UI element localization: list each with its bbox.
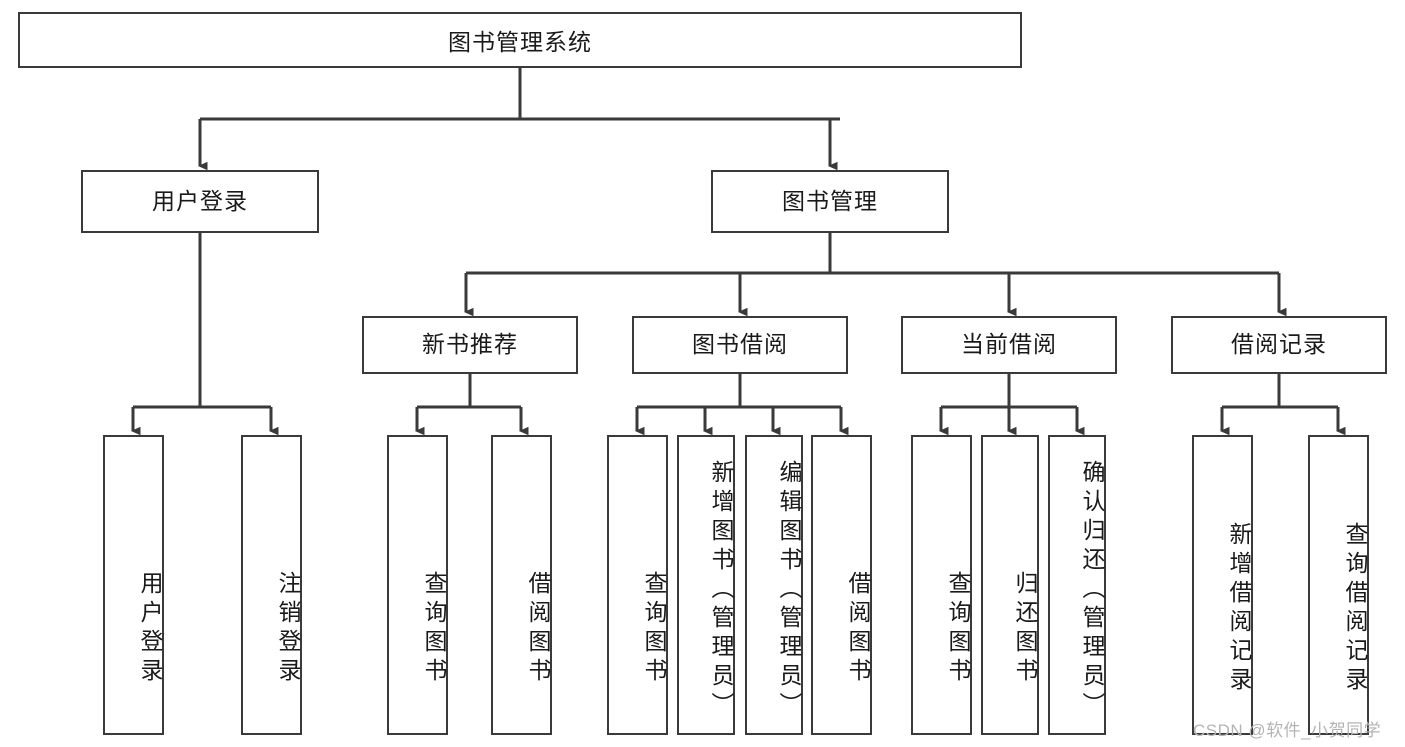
node-leaf-confirm-return-label: 确认归还（管理员） bbox=[1079, 459, 1105, 721]
node-leaf-logout-login-label: 注销登录 bbox=[275, 571, 301, 687]
node-leaf-edit-book-label: 编辑图书（管理员） bbox=[776, 459, 802, 721]
node-borrow-record-label: 借阅记录 bbox=[1231, 331, 1327, 358]
node-leaf-confirm-return[interactable]: 确认归还（管理员） bbox=[1048, 435, 1106, 735]
node-book-manage-label: 图书管理 bbox=[782, 187, 878, 214]
node-leaf-add-book[interactable]: 新增图书（管理员） bbox=[677, 435, 735, 735]
node-leaf-query-record[interactable]: 查询借阅记录 bbox=[1308, 435, 1369, 735]
node-leaf-borrow-book-2[interactable]: 借阅图书 bbox=[811, 435, 872, 735]
node-leaf-edit-book[interactable]: 编辑图书（管理员） bbox=[745, 435, 803, 735]
node-book-manage[interactable]: 图书管理 bbox=[711, 170, 949, 233]
node-root-label: 图书管理系统 bbox=[448, 29, 592, 55]
node-leaf-query-book-3-label: 查询图书 bbox=[945, 571, 971, 687]
node-book-borrow[interactable]: 图书借阅 bbox=[632, 316, 848, 374]
node-leaf-add-record[interactable]: 新增借阅记录 bbox=[1192, 435, 1253, 735]
node-leaf-add-record-label: 新增借阅记录 bbox=[1226, 522, 1252, 696]
node-leaf-query-book-1-label: 查询图书 bbox=[421, 571, 447, 687]
node-leaf-borrow-book-2-label: 借阅图书 bbox=[845, 571, 871, 687]
node-leaf-query-book-1[interactable]: 查询图书 bbox=[387, 435, 448, 735]
node-leaf-return-book-label: 归还图书 bbox=[1012, 571, 1038, 687]
node-new-book-recommend[interactable]: 新书推荐 bbox=[362, 316, 578, 374]
node-leaf-borrow-book-1[interactable]: 借阅图书 bbox=[491, 435, 552, 735]
node-root-system[interactable]: 图书管理系统 bbox=[18, 12, 1022, 68]
node-book-borrow-label: 图书借阅 bbox=[692, 331, 788, 358]
node-leaf-query-book-3[interactable]: 查询图书 bbox=[911, 435, 972, 735]
node-leaf-borrow-book-1-label: 借阅图书 bbox=[525, 571, 551, 687]
node-leaf-user-login-label: 用户登录 bbox=[137, 571, 163, 687]
node-leaf-return-book[interactable]: 归还图书 bbox=[981, 435, 1039, 735]
node-leaf-user-login[interactable]: 用户登录 bbox=[103, 435, 164, 735]
node-leaf-logout-login[interactable]: 注销登录 bbox=[241, 435, 302, 735]
watermark-text: CSDN @软件_小贺同学 bbox=[1193, 721, 1382, 740]
node-user-login-label: 用户登录 bbox=[152, 187, 248, 214]
node-leaf-add-book-label: 新增图书（管理员） bbox=[708, 459, 734, 721]
node-current-borrow-label: 当前借阅 bbox=[961, 331, 1057, 358]
node-leaf-query-record-label: 查询借阅记录 bbox=[1342, 522, 1368, 696]
node-leaf-query-book-2-label: 查询图书 bbox=[641, 571, 667, 687]
node-current-borrow[interactable]: 当前借阅 bbox=[901, 316, 1117, 374]
node-new-book-recommend-label: 新书推荐 bbox=[422, 331, 518, 358]
node-borrow-record[interactable]: 借阅记录 bbox=[1171, 316, 1387, 374]
node-leaf-query-book-2[interactable]: 查询图书 bbox=[607, 435, 668, 735]
node-user-login[interactable]: 用户登录 bbox=[81, 170, 319, 233]
